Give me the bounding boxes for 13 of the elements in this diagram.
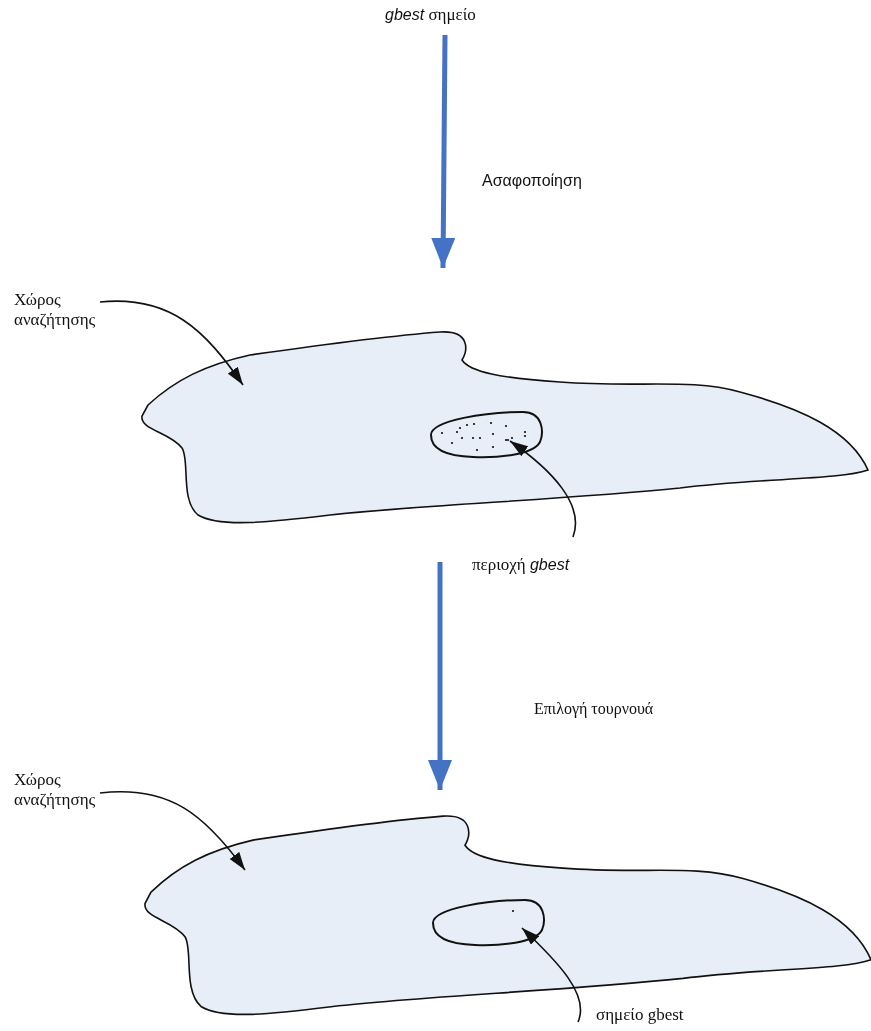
text-label: gbest σημείο <box>385 5 476 26</box>
leader-line <box>509 440 577 538</box>
text-label: περιοχή gbest <box>472 555 570 576</box>
arrow <box>428 562 452 790</box>
arrow <box>431 34 456 269</box>
text-label: σημείο gbest <box>596 1005 684 1026</box>
leader-line <box>99 300 244 386</box>
text-label: Χώρος αναζήτησης <box>14 290 129 331</box>
leader-line <box>521 927 582 1023</box>
edge-label: Ασαφοποίηση <box>482 172 582 190</box>
leader-line <box>99 791 246 871</box>
step-label: Επιλογή τουρνουά <box>534 700 654 718</box>
text-label: Χώρος αναζήτησης <box>14 770 129 811</box>
